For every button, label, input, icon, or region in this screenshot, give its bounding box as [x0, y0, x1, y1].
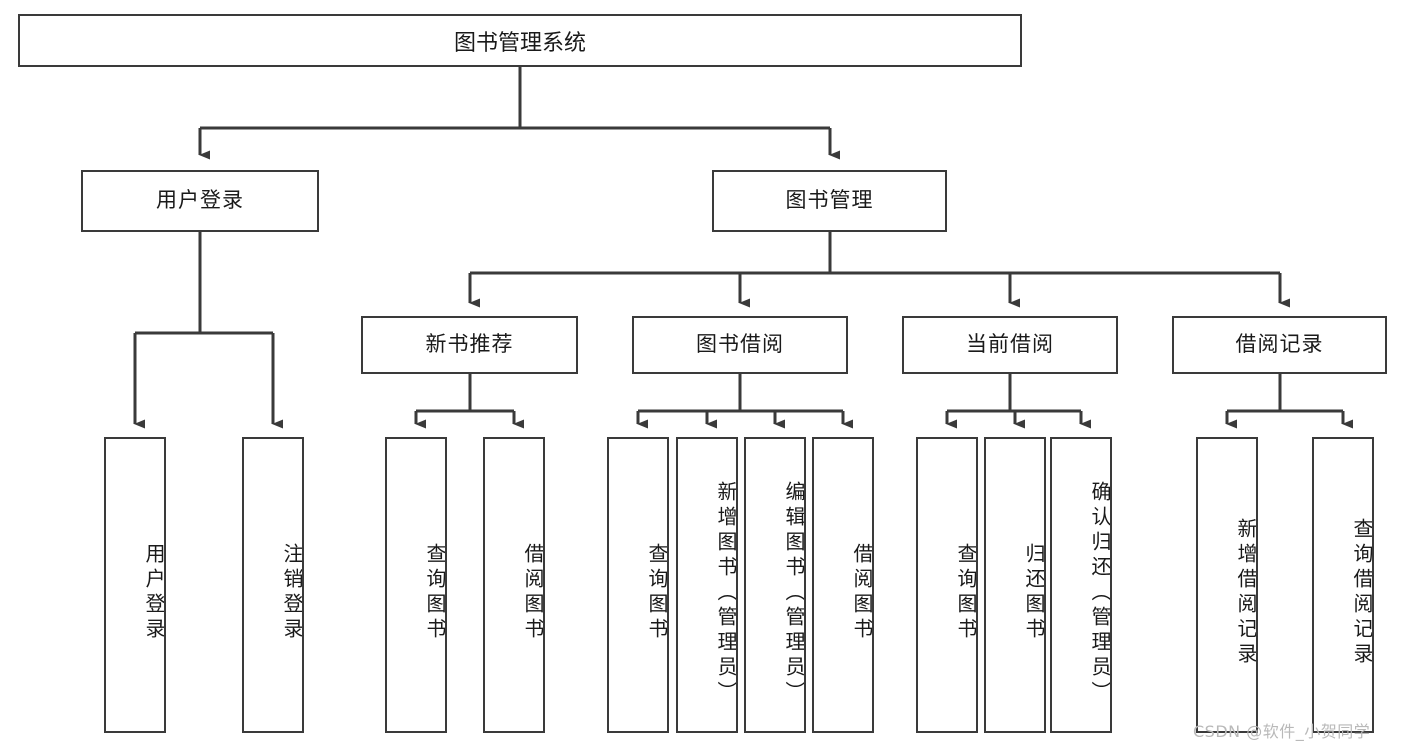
- node-new-book-recommend[interactable]: 新书推荐: [361, 316, 578, 374]
- node-root[interactable]: 图书管理系统: [18, 14, 1022, 67]
- node-leaf-add-book[interactable]: 新增图书（管理员）: [676, 437, 738, 733]
- node-leaf-edit-book[interactable]: 编辑图书（管理员）: [744, 437, 806, 733]
- node-leaf-query-book-1[interactable]: 查询图书: [385, 437, 447, 733]
- csdn-watermark: CSDN @软件_小贺同学: [1193, 722, 1371, 741]
- node-leaf-add-record[interactable]: 新增借阅记录: [1196, 437, 1258, 733]
- node-book-borrow[interactable]: 图书借阅: [632, 316, 848, 374]
- node-leaf-user-login[interactable]: 用户登录: [104, 437, 166, 733]
- node-leaf-borrow-book-1[interactable]: 借阅图书: [483, 437, 545, 733]
- node-leaf-confirm-return[interactable]: 确认归还（管理员）: [1050, 437, 1112, 733]
- node-borrow-record[interactable]: 借阅记录: [1172, 316, 1387, 374]
- node-book-manage[interactable]: 图书管理: [712, 170, 947, 232]
- node-leaf-logout[interactable]: 注销登录: [242, 437, 304, 733]
- node-user-login[interactable]: 用户登录: [81, 170, 319, 232]
- node-current-borrow[interactable]: 当前借阅: [902, 316, 1118, 374]
- node-leaf-query-book-3[interactable]: 查询图书: [916, 437, 978, 733]
- node-leaf-return-book[interactable]: 归还图书: [984, 437, 1046, 733]
- node-leaf-query-record[interactable]: 查询借阅记录: [1312, 437, 1374, 733]
- node-leaf-query-book-2[interactable]: 查询图书: [607, 437, 669, 733]
- node-leaf-borrow-book-2[interactable]: 借阅图书: [812, 437, 874, 733]
